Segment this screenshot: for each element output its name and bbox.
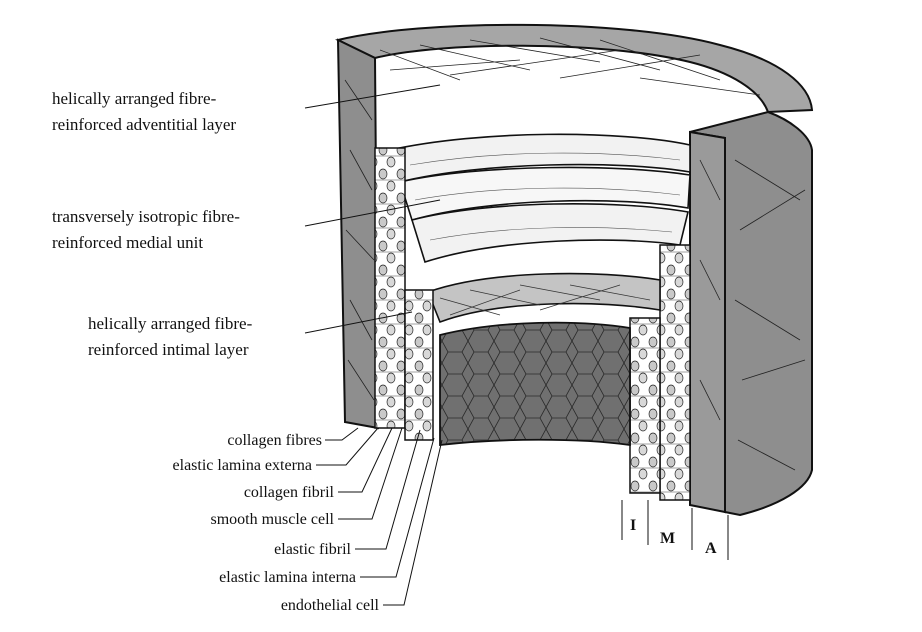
label-collagen-fibril: collagen fibril: [244, 484, 335, 501]
media-band-2: [398, 166, 691, 221]
label-adventitia-line1: helically arranged fibre-: [52, 89, 217, 108]
label-collagen-fibres: collagen fibres: [227, 432, 322, 449]
adventitia-layer: [335, 23, 814, 517]
adventitia-cut-face: [689, 130, 726, 514]
label-adventitia-line2: reinforced adventitial layer: [52, 115, 236, 134]
label-elastic-fibril: elastic fibril: [274, 541, 351, 558]
media-layer: [374, 133, 691, 501]
layer-markers: I M A: [621, 500, 729, 560]
marker-media: M: [660, 530, 675, 547]
intima-cells-left: [404, 289, 434, 441]
label-intima-line1: helically arranged fibre-: [88, 314, 253, 333]
media-band-1: [388, 133, 691, 183]
label-elastic-lamina-externa: elastic lamina externa: [173, 457, 312, 474]
label-media-line1: transversely isotropic fibre-: [52, 207, 240, 226]
marker-adventitia: A: [705, 540, 717, 557]
label-intima-line2: reinforced intimal layer: [88, 340, 249, 359]
intima-cells-right: [629, 317, 661, 494]
endothelium-surface: [439, 321, 631, 447]
label-media-line2: reinforced medial unit: [52, 233, 203, 252]
label-endothelial-cell: endothelial cell: [281, 597, 380, 614]
media-cells-right: [659, 244, 691, 501]
media-cells-left: [374, 147, 406, 429]
adventitia-left-face: [336, 38, 380, 430]
leader-lines: [304, 84, 443, 606]
intima-top: [426, 272, 661, 324]
label-elastic-lamina-interna: elastic lamina interna: [219, 569, 356, 586]
adventitia-right-face: [689, 110, 813, 517]
annotation-labels: helically arranged fibre- reinforced adv…: [52, 89, 380, 614]
media-band-3: [410, 203, 689, 264]
label-smooth-muscle-cell: smooth muscle cell: [210, 511, 334, 528]
adventitia-top-surface: [335, 23, 814, 114]
marker-intima: I: [630, 517, 636, 534]
intima-layer: [404, 272, 661, 494]
